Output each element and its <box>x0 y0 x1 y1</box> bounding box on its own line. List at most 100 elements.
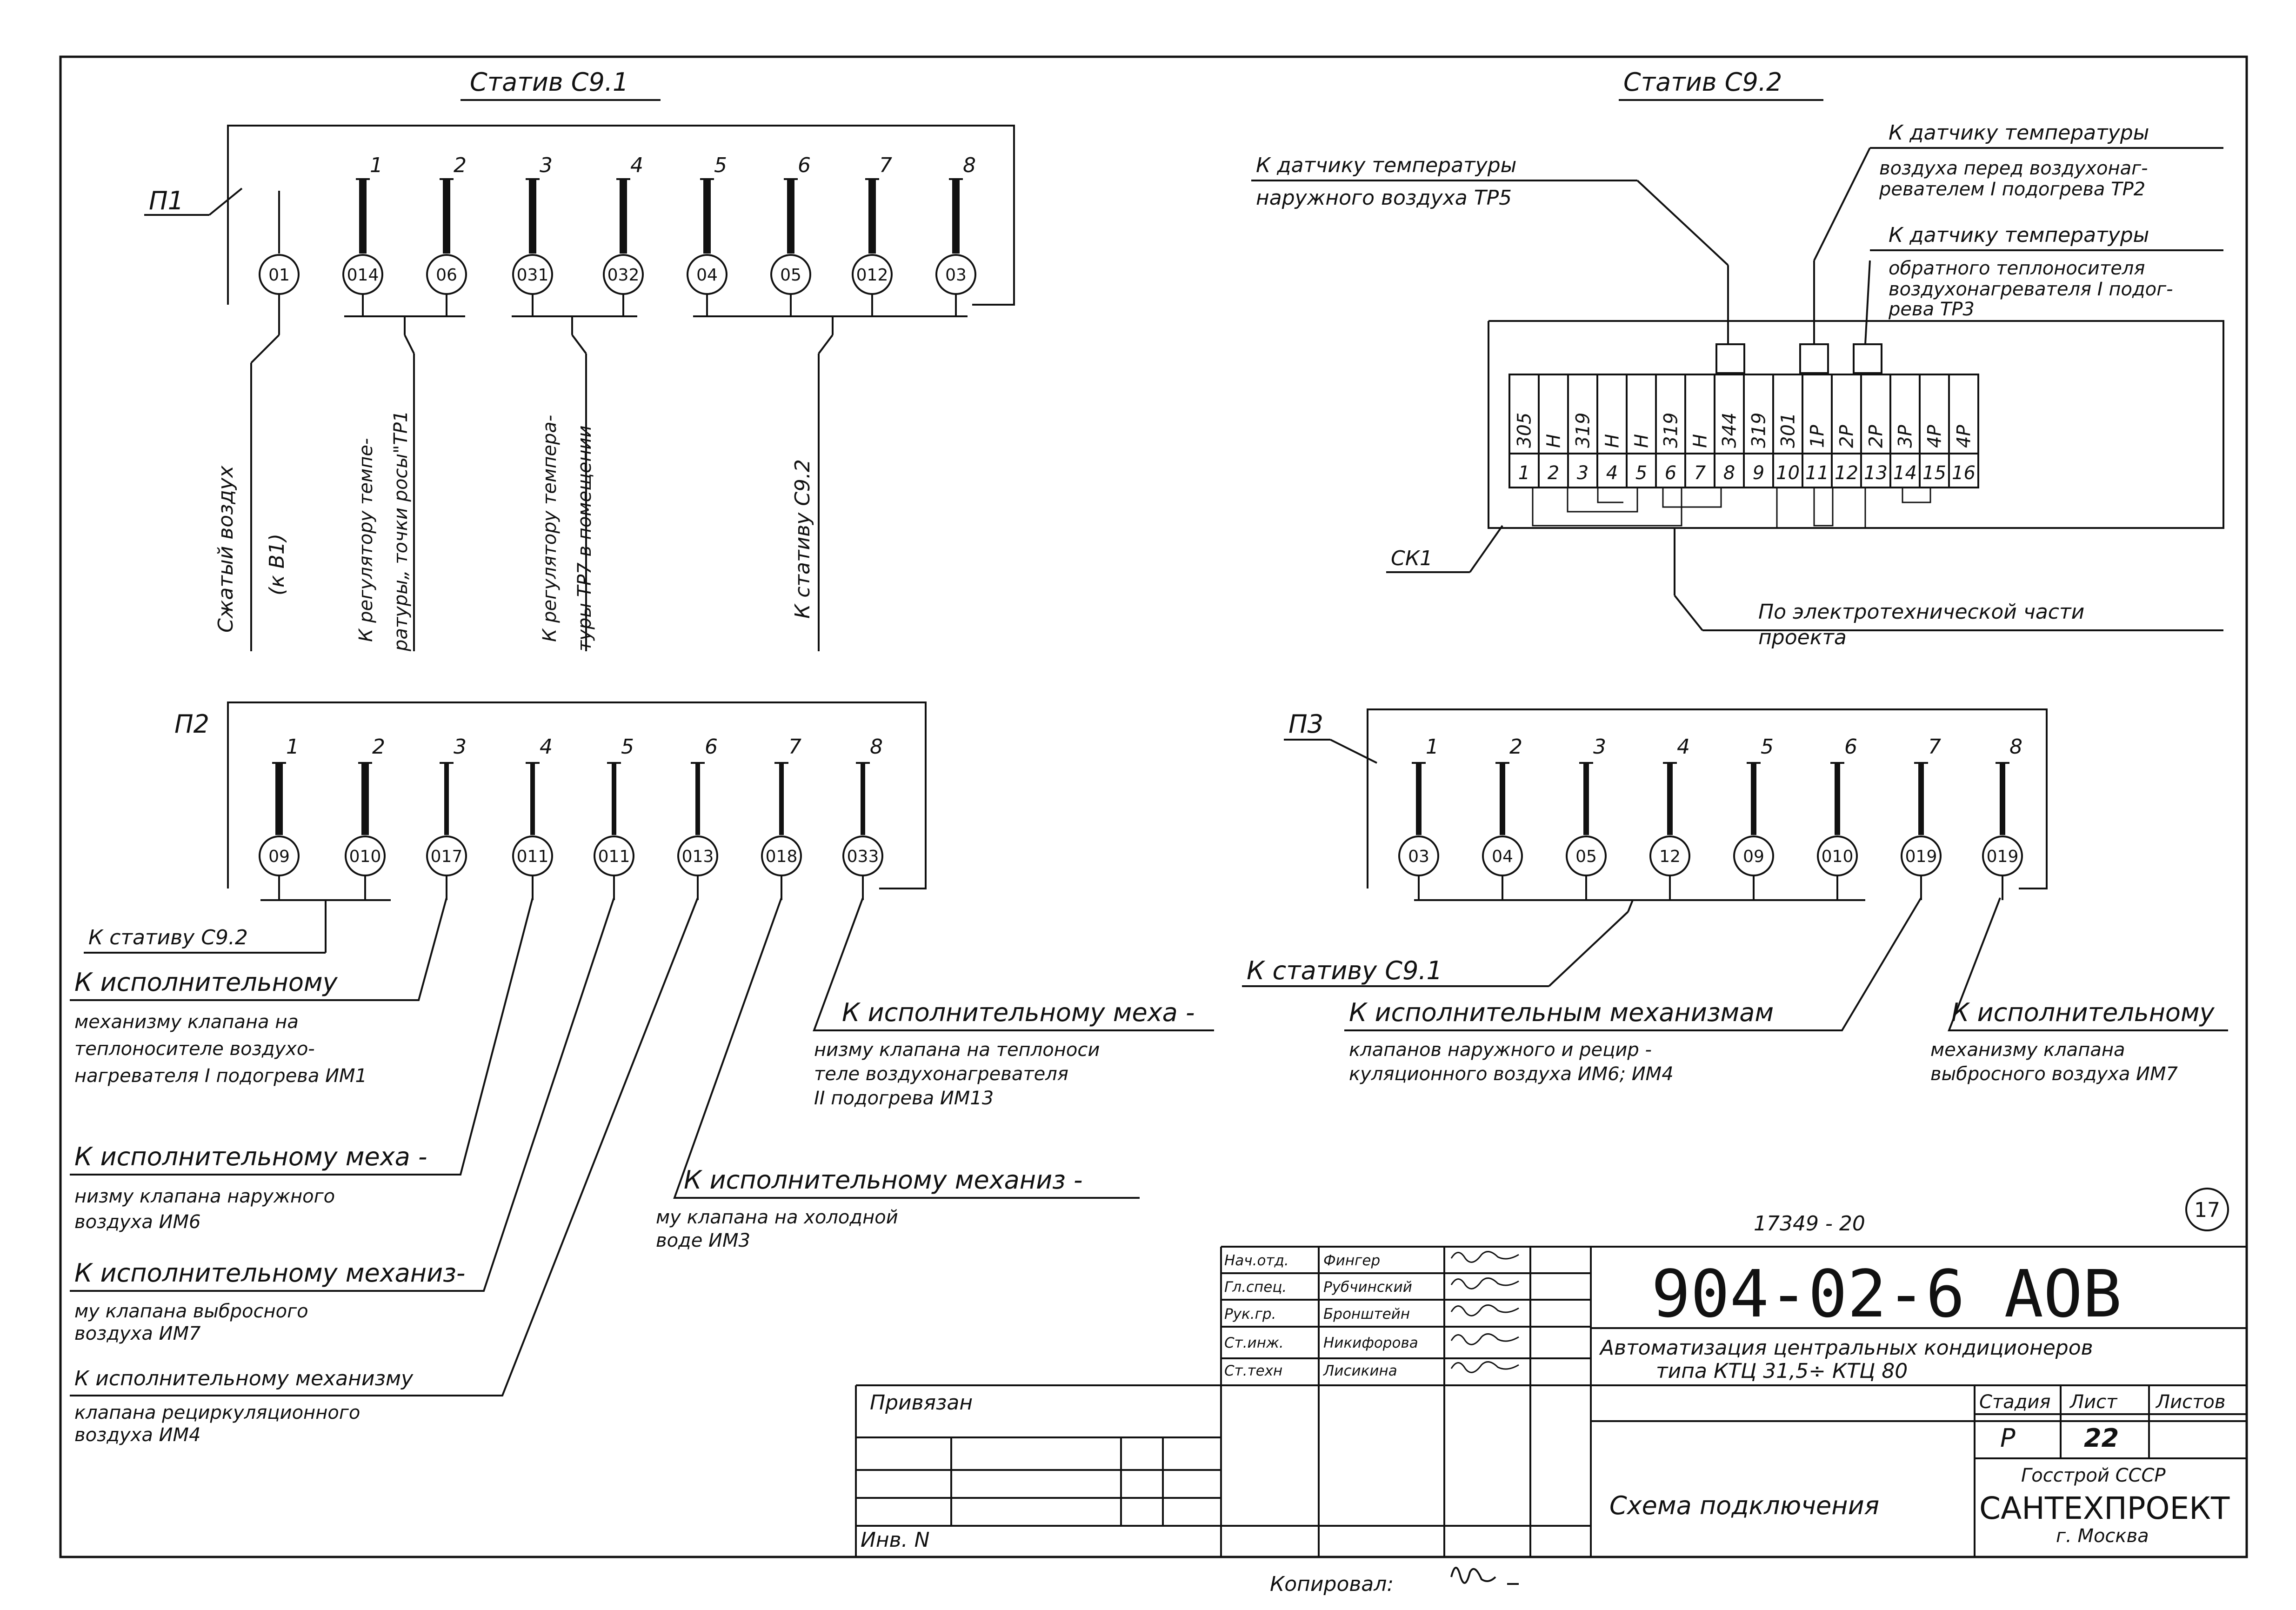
p2-connector-label: 033 <box>847 847 879 866</box>
stamp-name: Никифорова <box>1323 1335 1418 1351</box>
terminal-number: 15 <box>1922 462 1946 484</box>
p2-connector-label: 011 <box>517 847 549 866</box>
p3-connector-label: 05 <box>1575 847 1597 866</box>
p2-pin-number: 1 <box>286 735 299 759</box>
terminal-number: 11 <box>1805 462 1829 484</box>
terminal-number: 4 <box>1606 462 1618 484</box>
org-b: САНТЕХПРОЕКТ <box>1979 1490 2230 1526</box>
stamp-signatures: Нач.отд.ФингерГл.спец.РубчинскийРук.гр.Б… <box>1224 1251 1519 1379</box>
terminal-number: 3 <box>1577 462 1589 484</box>
p2-note2-a: К исполнительному меха - <box>74 1142 427 1171</box>
ck1-label: СК1 <box>1391 547 1433 570</box>
p2-note5-b: му клапана на холодной <box>656 1207 898 1228</box>
terminal-wire-label: 2Р <box>1836 425 1858 448</box>
org-c: г. Москва <box>2056 1525 2149 1547</box>
sensor1-a: К датчику температуры <box>1256 154 1516 177</box>
p1-connector-label: 01 <box>268 266 290 285</box>
p3-note2-b: механизму клапана <box>1930 1039 2125 1061</box>
note-compressed-air-sub: (к В1) <box>265 534 289 595</box>
panel-p2-box <box>227 701 927 889</box>
elec-b: проекта <box>1758 626 1847 649</box>
p2-note1-a: К исполнительному <box>74 968 338 997</box>
p1-pin-number: 3 <box>540 154 553 177</box>
p1-pin-number: 4 <box>630 154 643 177</box>
note-reg2-b: туры ТР7 в помещении <box>574 425 595 651</box>
terminal-number: 10 <box>1776 462 1800 484</box>
panel-p1-label: П1 <box>149 186 184 215</box>
p1-connector-label: 05 <box>780 266 801 285</box>
privyazan: Привязан <box>870 1391 973 1415</box>
inv-label: Инв. N <box>861 1528 930 1552</box>
p1-connector-label: 03 <box>945 266 967 285</box>
sensor3-d: рева ТР3 <box>1888 299 1975 320</box>
p1-connector-label: 014 <box>347 266 379 285</box>
terminal-wire-label: 305 <box>1514 413 1535 448</box>
terminal-wire-label: 319 <box>1749 413 1770 448</box>
terminal-number: 6 <box>1665 462 1676 484</box>
p2-pin-number: 5 <box>621 735 634 759</box>
p1-pin-number: 8 <box>963 154 976 177</box>
terminal-number: 7 <box>1694 462 1706 484</box>
p2-note6-a: К исполнительному меха - <box>842 998 1195 1027</box>
terminal-wire-label: Н <box>1602 434 1623 448</box>
stand-c91-title: Статив С9.1 <box>470 67 628 97</box>
drawing-title: Схема подключения <box>1609 1491 1879 1520</box>
p2-note2-b: низму клапана наружного <box>74 1186 335 1207</box>
p3-pin-number: 8 <box>2009 735 2022 759</box>
sensor2-a: К датчику температуры <box>1889 121 2149 145</box>
sheet-mark-circle <box>2185 1188 2229 1231</box>
p3-pin-number: 6 <box>1844 735 1857 759</box>
p1-connector-label: 04 <box>696 266 718 285</box>
org-a: Госстрой СССР <box>2021 1465 2166 1486</box>
p2-note4-b: клапана рециркуляционного <box>74 1402 360 1423</box>
terminal-wire-label: 4Р <box>1954 425 1975 448</box>
p2-note2-c: воздуха ИМ6 <box>74 1211 200 1233</box>
p2-pin-number: 6 <box>705 735 718 759</box>
terminal-wire-label: Н <box>1543 434 1565 448</box>
p2-connector-label: 09 <box>268 847 290 866</box>
terminal-number: 8 <box>1723 462 1735 484</box>
copied-signature <box>1450 1567 1519 1585</box>
terminal-wire-label: 301 <box>1778 413 1799 448</box>
terminal-number: 13 <box>1864 462 1888 484</box>
stand-c92-title: Статив С9.2 <box>1623 67 1782 97</box>
sensor3-b: обратного теплоносителя <box>1889 258 2145 279</box>
stamp-signature <box>1450 1277 1519 1289</box>
p3-connector-label: 04 <box>1492 847 1513 866</box>
p2-pin-number: 7 <box>788 735 801 759</box>
stamp-role: Нач.отд. <box>1224 1252 1289 1269</box>
p2-pin-number: 2 <box>372 735 385 759</box>
terminal-strip: 3051Н23193Н4Н53196Н734483199301101Р112Р1… <box>1508 374 1979 488</box>
doc-code: 904-02-6 АОВ <box>1651 1256 2122 1332</box>
note-reg1-a: К регулятору темпе- <box>355 438 377 642</box>
stamp-signature <box>1450 1304 1519 1316</box>
p1-pin-number: 7 <box>879 154 892 177</box>
stamp-signature <box>1450 1361 1519 1373</box>
p2-note1-d: нагревателя I подогрева ИМ1 <box>74 1065 367 1087</box>
p2-note5-c: воде ИМ3 <box>656 1230 750 1251</box>
p2-note5-a: К исполнительному механиз - <box>684 1165 1083 1195</box>
p1-connector-label: 031 <box>517 266 549 285</box>
p3-pin-number: 4 <box>1677 735 1690 759</box>
ck1-box <box>1488 320 2224 529</box>
doc-desc-b: типа КТЦ 31,5÷ КТЦ 80 <box>1656 1359 1908 1383</box>
stamp-role: Ст.техн <box>1224 1363 1282 1379</box>
terminal-wire-label: 3Р <box>1895 425 1916 448</box>
stand-c91: Статив С9.1 П1 0110142063031403250460570… <box>144 67 1015 652</box>
p3-note1-a: К исполнительным механизмам <box>1349 998 1774 1027</box>
p2-note1-b: механизму клапана на <box>74 1011 299 1033</box>
stand-c92: Статив С9.2 К датчику температуры наружн… <box>1251 67 2224 649</box>
terminal-number: 16 <box>1952 462 1976 484</box>
p3-pin-number: 2 <box>1509 735 1522 759</box>
sheet-value: 22 <box>2084 1423 2119 1453</box>
p3-connector-label: 12 <box>1659 847 1681 866</box>
terminal-wire-label: 319 <box>1661 413 1682 448</box>
sheet-mark: 17 <box>2194 1198 2220 1222</box>
p2-connector-label: 010 <box>349 847 381 866</box>
panel-p3-box <box>1367 708 2048 889</box>
